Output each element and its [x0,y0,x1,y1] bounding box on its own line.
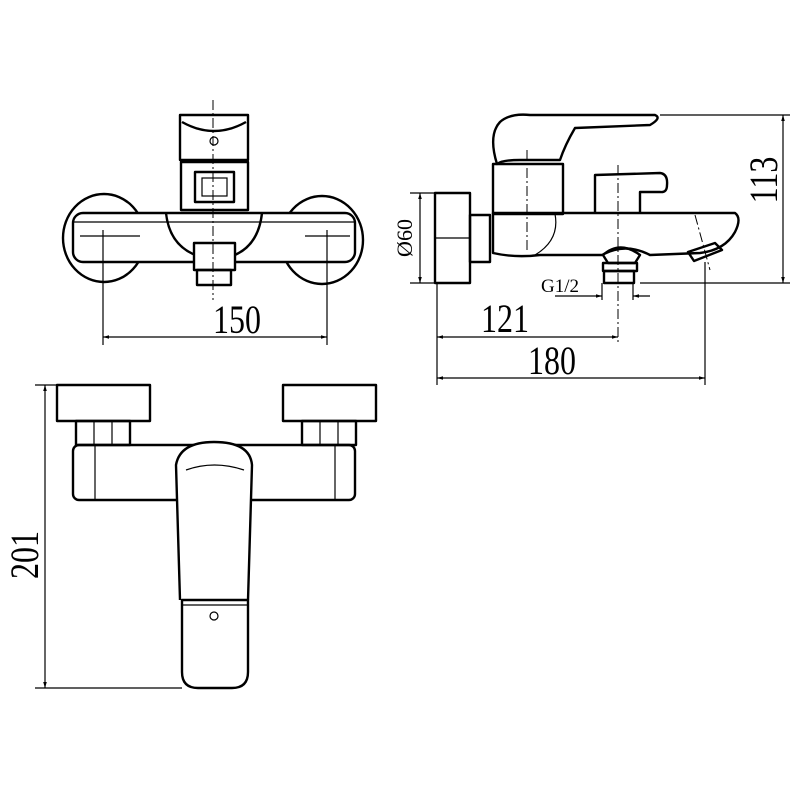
aerator [686,241,724,263]
spout [491,211,740,258]
side-nut [468,213,492,264]
lever-handle [178,113,250,162]
dimension-label-180: 180 [528,339,576,383]
top-lever-body [174,440,254,601]
dimension-label-121: 121 [481,297,529,341]
dimension-label-113: 113 [742,157,786,204]
lever-base [179,160,250,212]
dimension-label-thread: G1/2 [541,276,579,297]
side-lever-base [491,162,565,216]
side-view: 113 Ø60 G1/2 121 180 [392,113,790,385]
top-lever-handle [180,598,250,690]
top-view: 201 [3,383,378,690]
outlet-thread-side [602,269,636,285]
dimension-label-201: 201 [3,531,47,579]
right-nut [300,419,358,447]
left-handle-cap [55,383,152,423]
diverter-knob [593,171,669,212]
left-nut [74,419,132,447]
side-lever [492,113,659,166]
lever-window [193,170,236,204]
outlet-thread [195,268,233,287]
front-view: 150 [61,100,365,345]
right-handle-cap [281,383,378,423]
outlet-dome [601,246,642,265]
dimension-label-diameter: Ø60 [392,219,417,257]
outlet-nut [192,241,237,272]
dimension-label-150: 150 [213,298,261,342]
